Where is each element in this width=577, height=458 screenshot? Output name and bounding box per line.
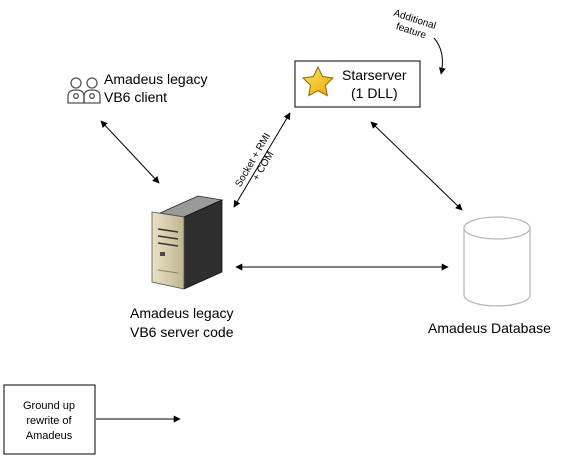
edge-client-server	[100, 120, 160, 184]
starserver-label-line1: Starserver	[342, 67, 407, 83]
legend: Ground up rewrite of Amadeus	[3, 384, 181, 455]
legend-line2: rewrite of	[26, 415, 72, 427]
client-label-line2: VB6 client	[104, 89, 167, 105]
star-icon	[301, 65, 335, 97]
server-node: Amadeus legacy VB6 server code	[130, 195, 234, 340]
starserver-label-line2: (1 DLL)	[351, 85, 398, 101]
server-tower-icon	[151, 195, 224, 290]
legend-line3: Amadeus	[26, 430, 73, 442]
server-label-line1: Amadeus legacy	[130, 305, 234, 321]
edge-starserver-database	[370, 121, 463, 211]
annotation-arrow	[433, 37, 446, 75]
edge-server-starserver	[233, 112, 291, 208]
users-icon	[67, 77, 101, 104]
server-label-line2: VB6 server code	[130, 324, 234, 340]
legend-line1: Ground up	[23, 400, 75, 412]
database-cylinder-icon	[463, 216, 531, 307]
edge-label-socket-rmi-com: Socket + RMI + COM	[233, 131, 276, 189]
client-label-line1: Amadeus legacy	[104, 71, 208, 87]
database-label: Amadeus Database	[428, 320, 551, 336]
database-node: Amadeus Database	[428, 216, 551, 336]
starserver-node: Starserver (1 DLL)	[294, 60, 421, 108]
legend-box	[3, 384, 96, 455]
client-node: Amadeus legacy VB6 client	[67, 71, 208, 105]
